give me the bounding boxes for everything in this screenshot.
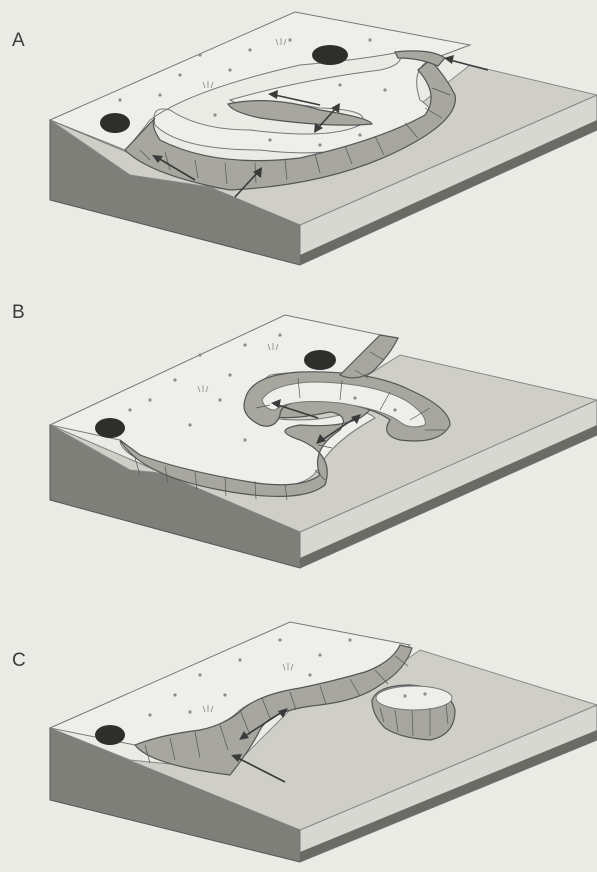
bush-icon — [95, 418, 125, 438]
block-diagram-b — [0, 300, 597, 590]
bush-icon — [95, 725, 125, 745]
block-diagram-c — [0, 600, 597, 872]
bush-icon — [312, 45, 348, 65]
bush-icon — [304, 350, 336, 370]
bush-icon — [100, 113, 130, 133]
block-diagram-a — [0, 0, 597, 290]
